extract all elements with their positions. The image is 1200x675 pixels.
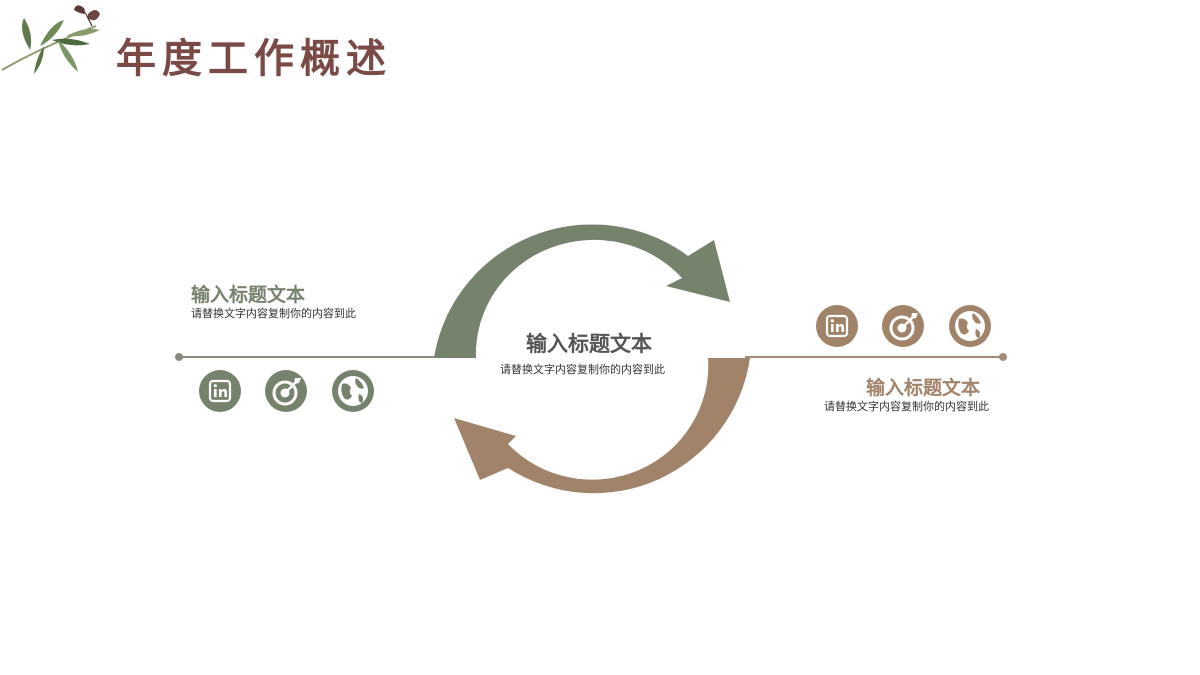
right-connector-dot — [999, 353, 1007, 361]
left-connector-line — [179, 356, 439, 358]
butterfly-icon — [74, 5, 100, 27]
page-title: 年度工作概述 — [116, 35, 392, 82]
globe-icon — [949, 305, 991, 347]
green-cycle-arrow — [434, 224, 730, 358]
linkedin-icon — [816, 305, 858, 347]
right-block-title: 输入标题文本 — [866, 377, 981, 399]
left-block-title: 输入标题文本 — [191, 284, 306, 306]
target-icon — [265, 370, 307, 412]
center-block-title: 输入标题文本 — [526, 332, 652, 356]
globe-icon — [332, 370, 374, 412]
target-icon — [882, 305, 924, 347]
bamboo-decoration-icon — [1, 5, 100, 74]
left-connector-dot — [175, 353, 183, 361]
cycle-diagram — [434, 224, 750, 494]
left-block-desc: 请替换文字内容复制你的内容到此 — [191, 307, 356, 320]
right-connector-line — [745, 356, 1003, 358]
brown-cycle-arrow — [454, 358, 750, 494]
linkedin-icon — [199, 370, 241, 412]
center-block-desc: 请替换文字内容复制你的内容到此 — [500, 363, 665, 376]
right-block-desc: 请替换文字内容复制你的内容到此 — [824, 400, 989, 413]
